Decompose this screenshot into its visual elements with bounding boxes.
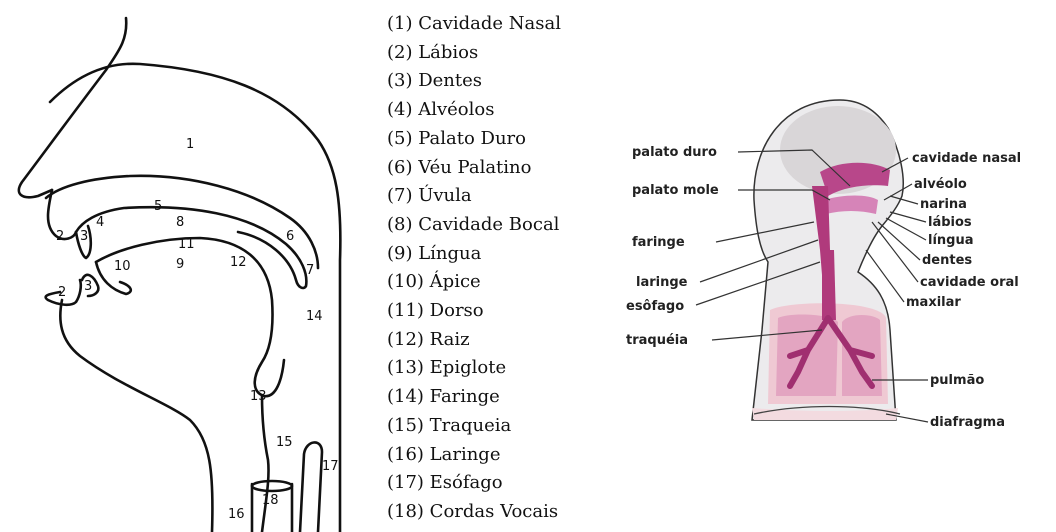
label-esofago: esôfago [626, 299, 684, 314]
label-pulmao: pulmão [930, 373, 984, 388]
label-cavidade-nasal: cavidade nasal [912, 151, 1021, 166]
label-faringe: faringe [632, 235, 685, 250]
label-lingua: língua [928, 233, 974, 248]
label-narina: narina [920, 197, 967, 212]
label-diafragma: diafragma [930, 415, 1005, 430]
label-alveolo: alvéolo [914, 177, 967, 192]
label-palato-duro: palato duro [632, 145, 717, 160]
label-palato-mole: palato mole [632, 183, 719, 198]
label-labios: lábios [928, 215, 972, 230]
label-traqueia: traquéia [626, 333, 688, 348]
label-laringe: laringe [636, 275, 688, 290]
label-maxilar: maxilar [906, 295, 961, 310]
label-cavidade-oral: cavidade oral [920, 275, 1019, 290]
trachea-tract [822, 250, 836, 320]
label-dentes: dentes [922, 253, 972, 268]
